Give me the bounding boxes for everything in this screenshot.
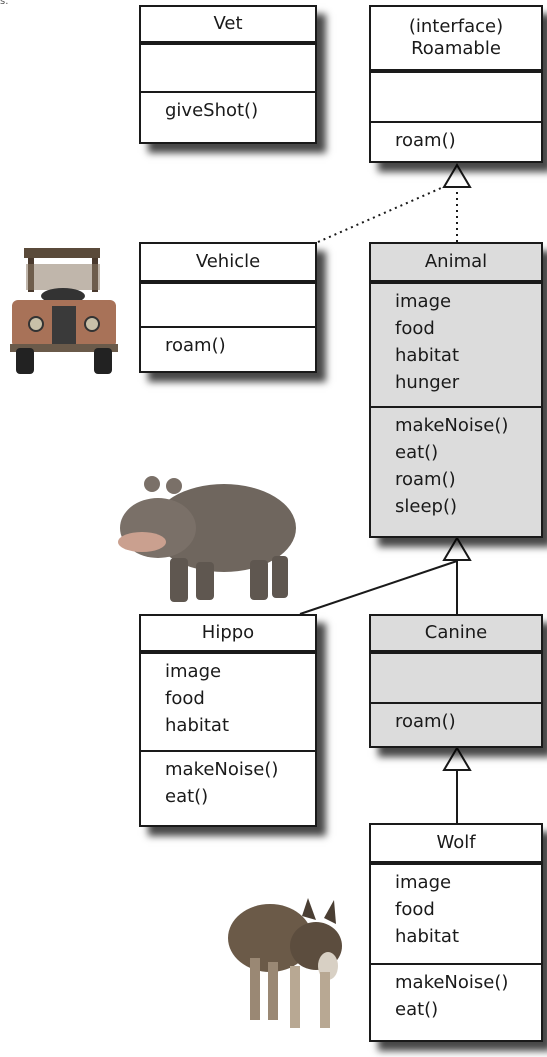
methods-section: makeNoise() eat() bbox=[371, 965, 541, 1040]
class-name-text: (interface) bbox=[408, 16, 504, 37]
field-item: food bbox=[165, 688, 205, 709]
methods-section: giveShot() bbox=[141, 93, 315, 142]
method-item: makeNoise() bbox=[395, 415, 509, 436]
class-name-text: Canine bbox=[424, 622, 488, 643]
method-item: giveShot() bbox=[165, 100, 259, 121]
method-item: eat() bbox=[395, 442, 439, 463]
method-item: eat() bbox=[165, 786, 209, 807]
methods-section: makeNoise() eat() roam() sleep() bbox=[371, 408, 541, 536]
fields-section: image food habitat bbox=[371, 865, 541, 965]
method-item: makeNoise() bbox=[395, 972, 509, 993]
method-item: roam() bbox=[395, 130, 456, 151]
fields-section bbox=[141, 284, 315, 328]
method-item: roam() bbox=[165, 335, 226, 356]
class-name-text: Roamable bbox=[411, 38, 501, 59]
roamable-triangle bbox=[442, 163, 472, 188]
fields-section bbox=[371, 654, 541, 704]
hippo-extends-animal-line bbox=[299, 560, 458, 615]
field-item: image bbox=[395, 872, 452, 893]
class-name: Hippo bbox=[141, 616, 315, 654]
field-item: habitat bbox=[395, 926, 460, 947]
animal-triangle bbox=[442, 536, 472, 561]
method-item: roam() bbox=[395, 469, 456, 490]
jeep-image bbox=[10, 248, 118, 374]
field-item: food bbox=[395, 318, 435, 339]
field-item: food bbox=[395, 899, 435, 920]
method-item: sleep() bbox=[395, 496, 457, 517]
fields-section bbox=[371, 73, 541, 123]
field-item: image bbox=[395, 291, 452, 312]
field-item: habitat bbox=[165, 715, 230, 736]
class-name: Wolf bbox=[371, 825, 541, 865]
wolf-image bbox=[228, 898, 342, 1028]
class-hippo: Hippo image food habitat makeNoise() eat… bbox=[139, 614, 317, 827]
methods-section: roam() bbox=[371, 123, 541, 161]
canine-triangle bbox=[442, 746, 472, 771]
class-name-text: Hippo bbox=[201, 622, 255, 643]
method-item: eat() bbox=[395, 999, 439, 1020]
methods-section: roam() bbox=[371, 704, 541, 746]
field-item: image bbox=[165, 661, 222, 682]
class-wolf: Wolf image food habitat makeNoise() eat(… bbox=[369, 823, 543, 1042]
class-name-text: Wolf bbox=[436, 832, 476, 853]
fields-section: image food habitat hunger bbox=[371, 284, 541, 408]
fields-section: image food habitat bbox=[141, 654, 315, 752]
class-name: (interface) Roamable bbox=[371, 7, 541, 73]
method-item: makeNoise() bbox=[165, 759, 279, 780]
methods-section: makeNoise() eat() bbox=[141, 752, 315, 825]
class-animal: Animal image food habitat hunger makeNoi… bbox=[369, 242, 543, 538]
field-item: hunger bbox=[395, 372, 460, 393]
fields-section bbox=[141, 45, 315, 93]
class-name: Canine bbox=[371, 616, 541, 654]
class-name-text: Animal bbox=[424, 251, 488, 272]
class-canine: Canine roam() bbox=[369, 614, 543, 748]
field-item: habitat bbox=[395, 345, 460, 366]
method-item: roam() bbox=[395, 711, 456, 732]
corner-text: s. bbox=[0, 0, 9, 7]
hippo-image bbox=[118, 476, 296, 602]
class-vehicle: Vehicle roam() bbox=[139, 242, 317, 373]
class-name: Vehicle bbox=[141, 244, 315, 284]
class-roamable: (interface) Roamable roam() bbox=[369, 5, 543, 163]
class-name: Animal bbox=[371, 244, 541, 284]
vehicle-realizes-roamable-line bbox=[317, 184, 449, 243]
class-name: Vet bbox=[141, 7, 315, 45]
class-vet: Vet giveShot() bbox=[139, 5, 317, 144]
class-name-text: Vehicle bbox=[195, 251, 261, 272]
class-name-text: Vet bbox=[213, 13, 243, 34]
methods-section: roam() bbox=[141, 328, 315, 371]
